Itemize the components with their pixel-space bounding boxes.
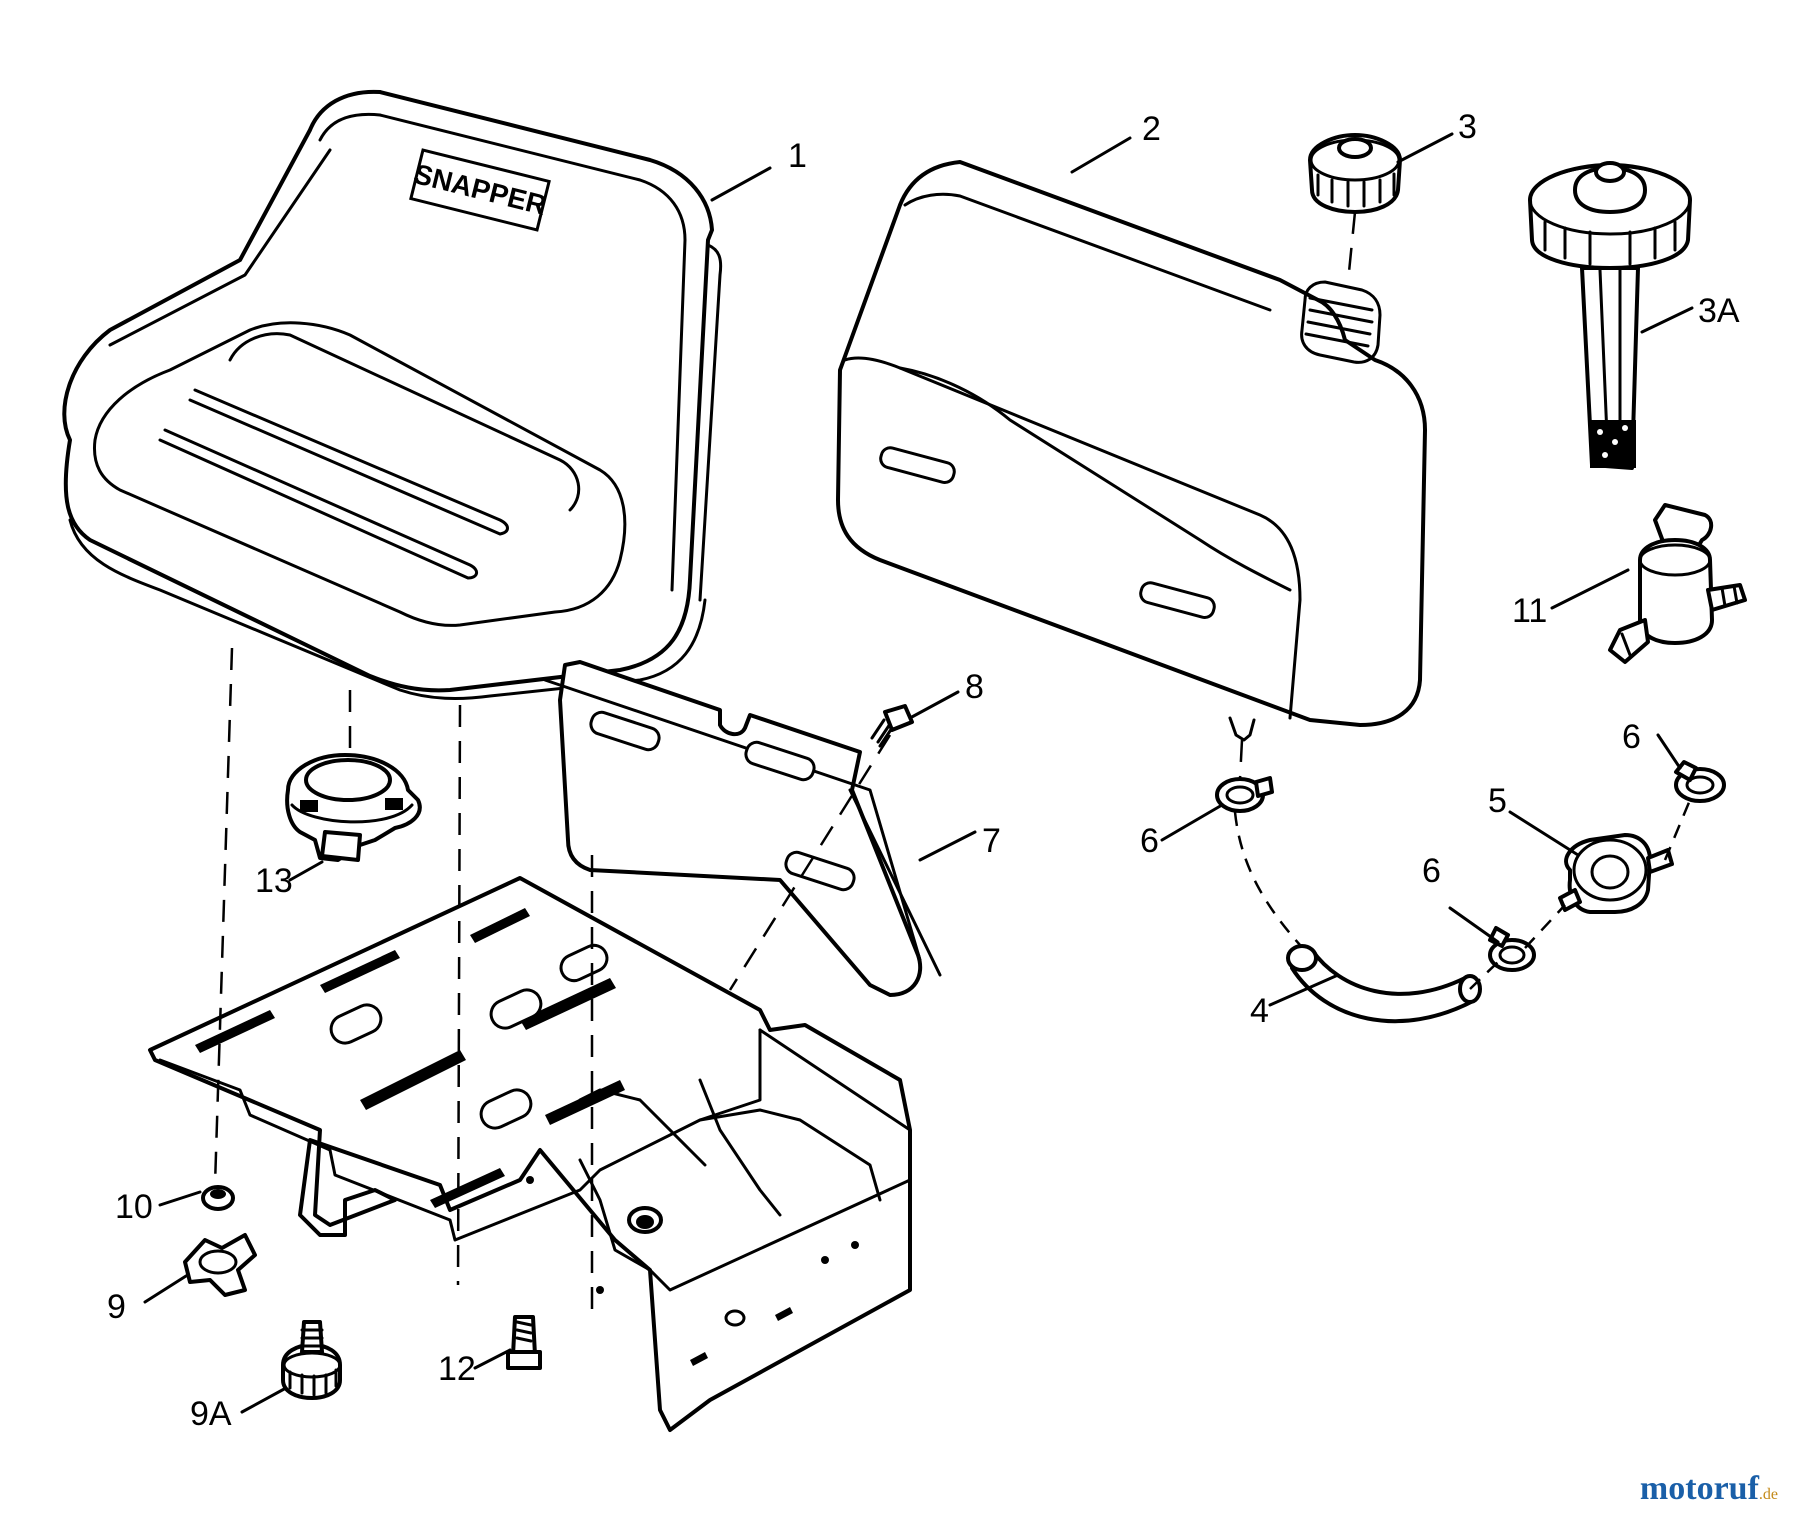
fuel-cap-part bbox=[1308, 133, 1402, 214]
side-bracket-part bbox=[543, 660, 942, 997]
watermark-suffix: .de bbox=[1758, 1486, 1778, 1503]
callout-5: 5 bbox=[1488, 782, 1507, 820]
knob-part bbox=[183, 1233, 257, 1297]
screw-part bbox=[870, 704, 914, 748]
callout-10: 10 bbox=[115, 1188, 153, 1226]
callout-9a: 9A bbox=[190, 1395, 232, 1433]
seat-part: SNAPPER bbox=[62, 89, 723, 700]
callout-6-upper: 6 bbox=[1140, 822, 1159, 860]
callout-labels: 1 2 3 3A 11 6 5 6 6 4 7 8 13 10 9 9A 12 bbox=[107, 108, 1740, 1433]
callout-6-middle: 6 bbox=[1422, 852, 1441, 890]
callout-2: 2 bbox=[1142, 110, 1161, 148]
fuel-valve-part bbox=[1608, 503, 1747, 664]
washer-part bbox=[201, 1185, 235, 1211]
callout-12: 12 bbox=[438, 1350, 476, 1388]
knob-alt-part bbox=[281, 1320, 342, 1400]
callout-1: 1 bbox=[788, 137, 807, 175]
fuel-filter-part bbox=[1558, 833, 1674, 914]
callout-11: 11 bbox=[1512, 592, 1547, 630]
leader-lines bbox=[143, 132, 1694, 1414]
fuel-cap-with-gauge-part bbox=[1528, 161, 1692, 470]
assembly-guide-lines bbox=[213, 211, 1692, 1310]
seat-frame-part bbox=[148, 876, 912, 1432]
callout-6-right: 6 bbox=[1622, 718, 1641, 756]
watermark-text: motoruf bbox=[1639, 1470, 1759, 1507]
callout-9: 9 bbox=[107, 1288, 126, 1326]
hose-clamp-middle-part bbox=[1488, 926, 1536, 972]
callout-8: 8 bbox=[965, 668, 984, 706]
hose-clamp-upper-part bbox=[1215, 776, 1274, 813]
seat-switch-part bbox=[285, 753, 422, 862]
fuel-tank-part bbox=[836, 160, 1427, 742]
callout-3: 3 bbox=[1458, 108, 1477, 146]
callout-4: 4 bbox=[1250, 992, 1269, 1030]
hose-clamp-right-part bbox=[1674, 760, 1726, 803]
watermark-logo: motoruf.de bbox=[1640, 1470, 1778, 1508]
callout-13: 13 bbox=[255, 862, 293, 900]
bolt-part bbox=[506, 1315, 542, 1370]
callout-3a: 3A bbox=[1698, 292, 1740, 330]
callout-7: 7 bbox=[982, 822, 1001, 860]
